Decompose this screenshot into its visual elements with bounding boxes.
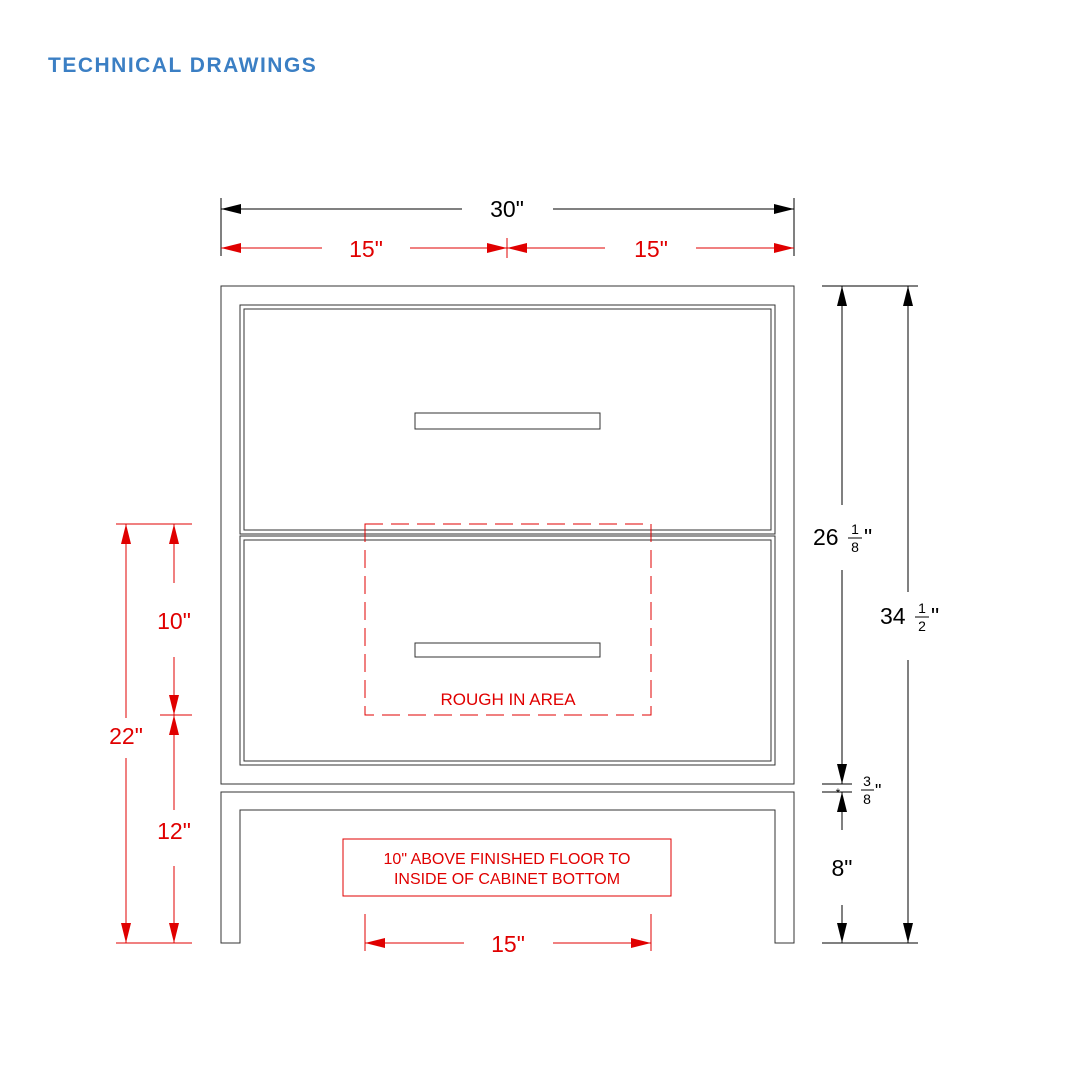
dim-left-upper-label: 10"	[157, 608, 191, 634]
svg-text:": "	[931, 603, 939, 629]
dim-left-half-label: 15"	[349, 236, 383, 262]
dim-gap-label: 3 8 "	[861, 773, 881, 807]
page-heading: TECHNICAL DRAWINGS	[48, 54, 318, 77]
bottom-drawer	[239, 535, 776, 766]
floor-note-line2: INSIDE OF CABINET BOTTOM	[394, 871, 620, 888]
cabinet-body	[220, 285, 795, 785]
dim-bottom-width: 15"	[364, 914, 652, 957]
cabinet-base	[220, 791, 795, 944]
dim-left-lower-label: 12"	[157, 818, 191, 844]
svg-text:3: 3	[863, 773, 871, 789]
svg-text:": "	[864, 524, 872, 550]
svg-text:8: 8	[863, 791, 871, 807]
dim-left-total-label: 22"	[109, 723, 143, 749]
dim-left-side: 10" 22" 12"	[109, 523, 192, 944]
bottom-drawer-handle	[414, 642, 601, 658]
svg-text:": "	[875, 781, 881, 801]
dim-total-height-label: 34 1 2 "	[880, 600, 939, 634]
dim-bottom-width-label: 15"	[491, 931, 525, 957]
rough-in-label: ROUGH IN AREA	[440, 690, 576, 709]
svg-text:*: *	[836, 786, 841, 800]
floor-note-line1: 10" ABOVE FINISHED FLOOR TO	[384, 851, 631, 868]
rough-in-area: ROUGH IN AREA	[364, 523, 652, 716]
top-drawer-handle	[414, 412, 601, 430]
dim-right-half-label: 15"	[634, 236, 668, 262]
svg-text:1: 1	[918, 600, 926, 616]
svg-text:34: 34	[880, 603, 906, 629]
top-drawer	[239, 304, 776, 535]
svg-text:1: 1	[851, 521, 859, 537]
svg-text:26: 26	[813, 524, 839, 550]
dim-overall-width-label: 30"	[490, 196, 524, 222]
svg-text:2: 2	[918, 618, 926, 634]
dim-halves: 15" 15"	[221, 236, 794, 262]
dim-base-height-label: 8"	[832, 855, 853, 881]
dim-right-side: * 26 1 8 " 34 1 2 " 3 8 " 8"	[813, 285, 939, 944]
svg-text:8: 8	[851, 539, 859, 555]
dim-overall-width: 30"	[220, 196, 795, 256]
floor-note: 10" ABOVE FINISHED FLOOR TO INSIDE OF CA…	[342, 838, 672, 897]
dim-cabinet-height-label: 26 1 8 "	[813, 521, 872, 555]
